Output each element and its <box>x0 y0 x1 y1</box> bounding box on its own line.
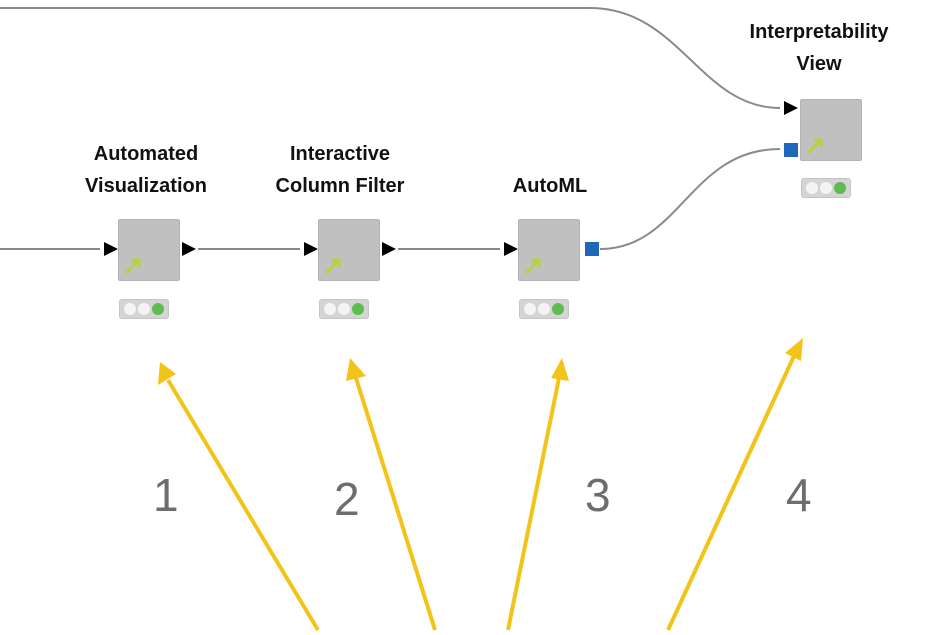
execute-arrow-icon <box>524 258 541 275</box>
status-dot-green <box>552 303 564 315</box>
input-port-node-3[interactable] <box>504 242 518 256</box>
status-dot-green <box>834 182 846 194</box>
status-dot-yellow <box>820 182 832 194</box>
status-dot-red <box>324 303 336 315</box>
pointer-arrow-4 <box>666 355 796 631</box>
status-light-node-3 <box>519 299 569 319</box>
annotation-number-2: 2 <box>334 473 360 525</box>
node-label-automated-visualization: Automated Visualization <box>85 143 207 197</box>
output-port-node-1[interactable] <box>182 242 196 256</box>
output-port-node-2[interactable] <box>382 242 396 256</box>
input-port-node-2[interactable] <box>304 242 318 256</box>
node-automated-visualization[interactable] <box>118 219 180 281</box>
input-port-node-1[interactable] <box>104 242 118 256</box>
execute-arrow-icon <box>806 138 823 155</box>
status-dot-yellow <box>538 303 550 315</box>
model-input-port-node-4[interactable] <box>784 143 798 157</box>
status-light-node-1 <box>119 299 169 319</box>
connection-top[interactable] <box>0 7 781 109</box>
execute-arrow-icon <box>124 258 141 275</box>
status-dot-yellow <box>338 303 350 315</box>
execute-arrow-icon <box>324 258 341 275</box>
connection-3-4[interactable] <box>599 148 781 250</box>
status-dot-red <box>806 182 818 194</box>
pointer-arrow-2 <box>354 377 437 631</box>
node-interpretability-view[interactable] <box>800 99 862 161</box>
node-label-interactive-column-filter: Interactive Column Filter <box>275 143 405 197</box>
node-label-interpretability-view: Interpretability View <box>749 21 889 75</box>
status-dot-green <box>152 303 164 315</box>
node-interactive-column-filter[interactable] <box>318 219 380 281</box>
pointer-arrow-3 <box>506 377 561 631</box>
status-light-node-2 <box>319 299 369 319</box>
pointer-arrowhead-3 <box>551 358 569 381</box>
model-output-port-node-3[interactable] <box>585 242 599 256</box>
annotation-number-4: 4 <box>786 469 812 521</box>
pointer-arrowhead-1 <box>158 362 176 385</box>
pointer-arrow-1 <box>166 378 320 632</box>
pointer-arrowhead-4 <box>785 338 803 361</box>
status-dot-green <box>352 303 364 315</box>
annotation-number-3: 3 <box>585 469 611 521</box>
status-dot-red <box>124 303 136 315</box>
status-dot-yellow <box>138 303 150 315</box>
pointer-arrowhead-2 <box>346 358 366 381</box>
data-input-port-node-4[interactable] <box>784 101 798 115</box>
node-automl[interactable] <box>518 219 580 281</box>
status-dot-red <box>524 303 536 315</box>
node-label-automl: AutoML <box>512 175 588 197</box>
status-light-node-4 <box>801 178 851 198</box>
annotation-number-1: 1 <box>153 469 179 521</box>
